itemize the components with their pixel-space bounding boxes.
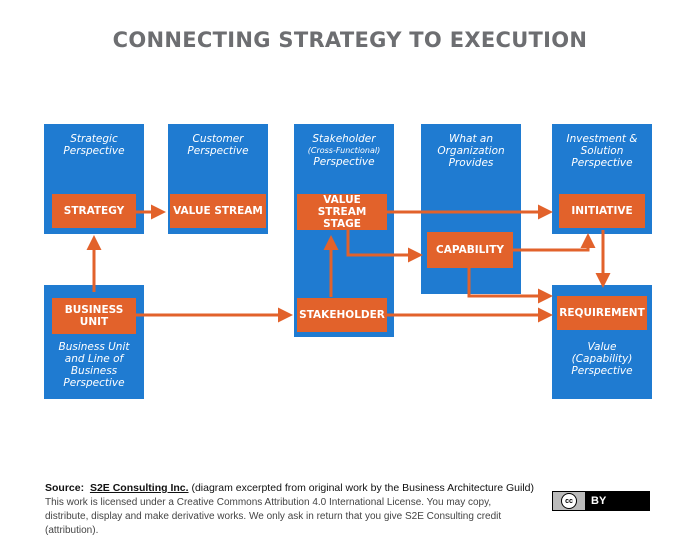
value-stream-stage-node: VALUE STREAM STAGE bbox=[297, 194, 387, 230]
business-unit-perspective-panel: Business Unit and Line of Business Persp… bbox=[44, 285, 144, 399]
strategy-node: STRATEGY bbox=[52, 194, 136, 228]
initiative-node: INITIATIVE bbox=[559, 194, 645, 228]
creative-commons-by-badge[interactable]: cc BY bbox=[552, 491, 650, 511]
business-unit-node: BUSINESS UNIT bbox=[52, 298, 136, 334]
stakeholder-node: STAKEHOLDER bbox=[297, 298, 387, 332]
arrow-capability-to-initiative bbox=[513, 233, 596, 252]
business-unit-perspective-label: Business Unit and Line of Business Persp… bbox=[58, 341, 130, 389]
what-organization-provides-label: What an Organization Provides bbox=[437, 133, 505, 169]
arrow-capability-to-requirement bbox=[467, 268, 553, 304]
cc-icon-area: cc bbox=[553, 492, 585, 510]
strategic-perspective-label: Strategic Perspective bbox=[63, 133, 125, 157]
source-description: (diagram excerpted from original work by… bbox=[188, 482, 535, 494]
by-label: BY bbox=[591, 495, 607, 507]
stakeholder-perspective-suffix: Perspective bbox=[313, 156, 375, 168]
value-stream-node: VALUE STREAM bbox=[170, 194, 266, 228]
source-line: Source: S2E Consulting Inc. (diagram exc… bbox=[45, 482, 534, 494]
capability-node: CAPABILITY bbox=[427, 232, 513, 268]
investment-perspective-label: Investment & Solution Perspective bbox=[566, 133, 638, 169]
diagram-title: CONNECTING STRATEGY TO EXECUTION bbox=[112, 28, 588, 52]
cc-icon: cc bbox=[561, 493, 577, 509]
requirement-node: REQUIREMENT bbox=[557, 296, 647, 330]
arrow-stage-to-capability bbox=[346, 230, 423, 263]
stakeholder-perspective-label: Stakeholder (Cross-Functional) Perspecti… bbox=[294, 133, 394, 168]
source-label: Source: bbox=[45, 482, 85, 494]
source-organization-link[interactable]: S2E Consulting Inc. bbox=[89, 482, 189, 494]
customer-perspective-label: Customer Perspective bbox=[187, 133, 249, 157]
value-perspective-label: Value (Capability) Perspective bbox=[571, 341, 633, 377]
stakeholder-perspective-subtitle: (Cross-Functional) bbox=[307, 146, 381, 155]
license-text: This work is licensed under a Creative C… bbox=[45, 497, 502, 536]
stakeholder-perspective-title: Stakeholder bbox=[312, 133, 376, 145]
